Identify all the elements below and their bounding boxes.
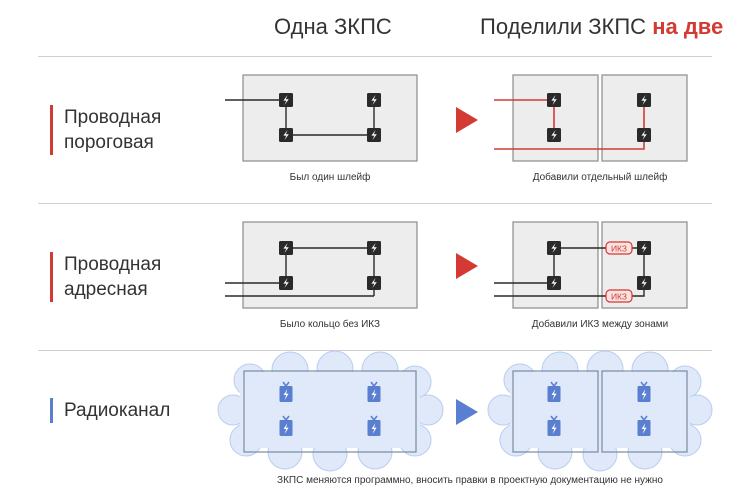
- header-one-zone: Одна ЗКПС: [274, 14, 392, 39]
- detector-icon: [547, 276, 561, 290]
- caption-radio: ЗКПС меняются программно, вносить правки…: [277, 475, 663, 486]
- row-label-line: пороговая: [64, 132, 154, 153]
- arrow-icon: [456, 253, 478, 279]
- radio-two-zones: [487, 350, 713, 472]
- arrow-icon: [456, 107, 478, 133]
- detector-icon: [547, 128, 561, 142]
- row-label-line: адресная: [64, 279, 148, 300]
- separator-top: [38, 56, 712, 57]
- detector-icon: [367, 93, 381, 107]
- detector-icon: [637, 128, 651, 142]
- row-label-radio: Радиоканал: [50, 398, 170, 423]
- detector-icon: [279, 276, 293, 290]
- ikz-label: ИКЗ: [611, 292, 627, 302]
- row-marker-red: [50, 105, 53, 155]
- detector-icon: [367, 241, 381, 255]
- addressable-two-zones: ИКЗ ИКЗ: [494, 221, 688, 309]
- ikz-badge: ИКЗ: [605, 289, 633, 303]
- row-label-wired-addressable: Проводная адресная: [50, 252, 161, 302]
- row-label-line: Радиоканал: [64, 400, 171, 421]
- radio-single-zone: [217, 350, 444, 472]
- separator-row2: [38, 350, 712, 351]
- detector-icon: [547, 93, 561, 107]
- detector-icon: [279, 241, 293, 255]
- row-label-line: Проводная: [64, 107, 162, 128]
- detector-icon: [547, 241, 561, 255]
- separator-row1: [38, 203, 712, 204]
- detector-icon: [637, 241, 651, 255]
- header-split-prefix: Поделили ЗКПС: [480, 14, 653, 39]
- row-label-line: Проводная: [64, 254, 162, 275]
- detector-icon: [279, 128, 293, 142]
- row-marker-red: [50, 252, 53, 302]
- detector-icon: [367, 276, 381, 290]
- detector-icon: [637, 276, 651, 290]
- header-split-zone: Поделили ЗКПС на две: [480, 14, 723, 40]
- arrow-icon: [456, 399, 478, 425]
- caption-threshold-before: Был один шлейф: [289, 172, 371, 183]
- addressable-single-zone: [225, 221, 418, 309]
- caption-addressable-after: Добавили ИКЗ между зонами: [531, 319, 669, 330]
- detector-icon: [367, 128, 381, 142]
- ikz-badge: ИКЗ: [605, 241, 633, 255]
- header-split-accent: на две: [652, 14, 724, 39]
- detector-icon: [279, 93, 293, 107]
- ikz-label: ИКЗ: [611, 244, 627, 254]
- row-label-wired-threshold: Проводная пороговая: [50, 105, 161, 155]
- caption-addressable-before: Было кольцо без ИКЗ: [279, 319, 381, 330]
- caption-threshold-after: Добавили отдельный шлейф: [532, 172, 668, 183]
- threshold-two-zones: [494, 74, 688, 162]
- threshold-single-zone: [225, 74, 418, 162]
- detector-icon: [637, 93, 651, 107]
- row-marker-blue: [50, 398, 53, 423]
